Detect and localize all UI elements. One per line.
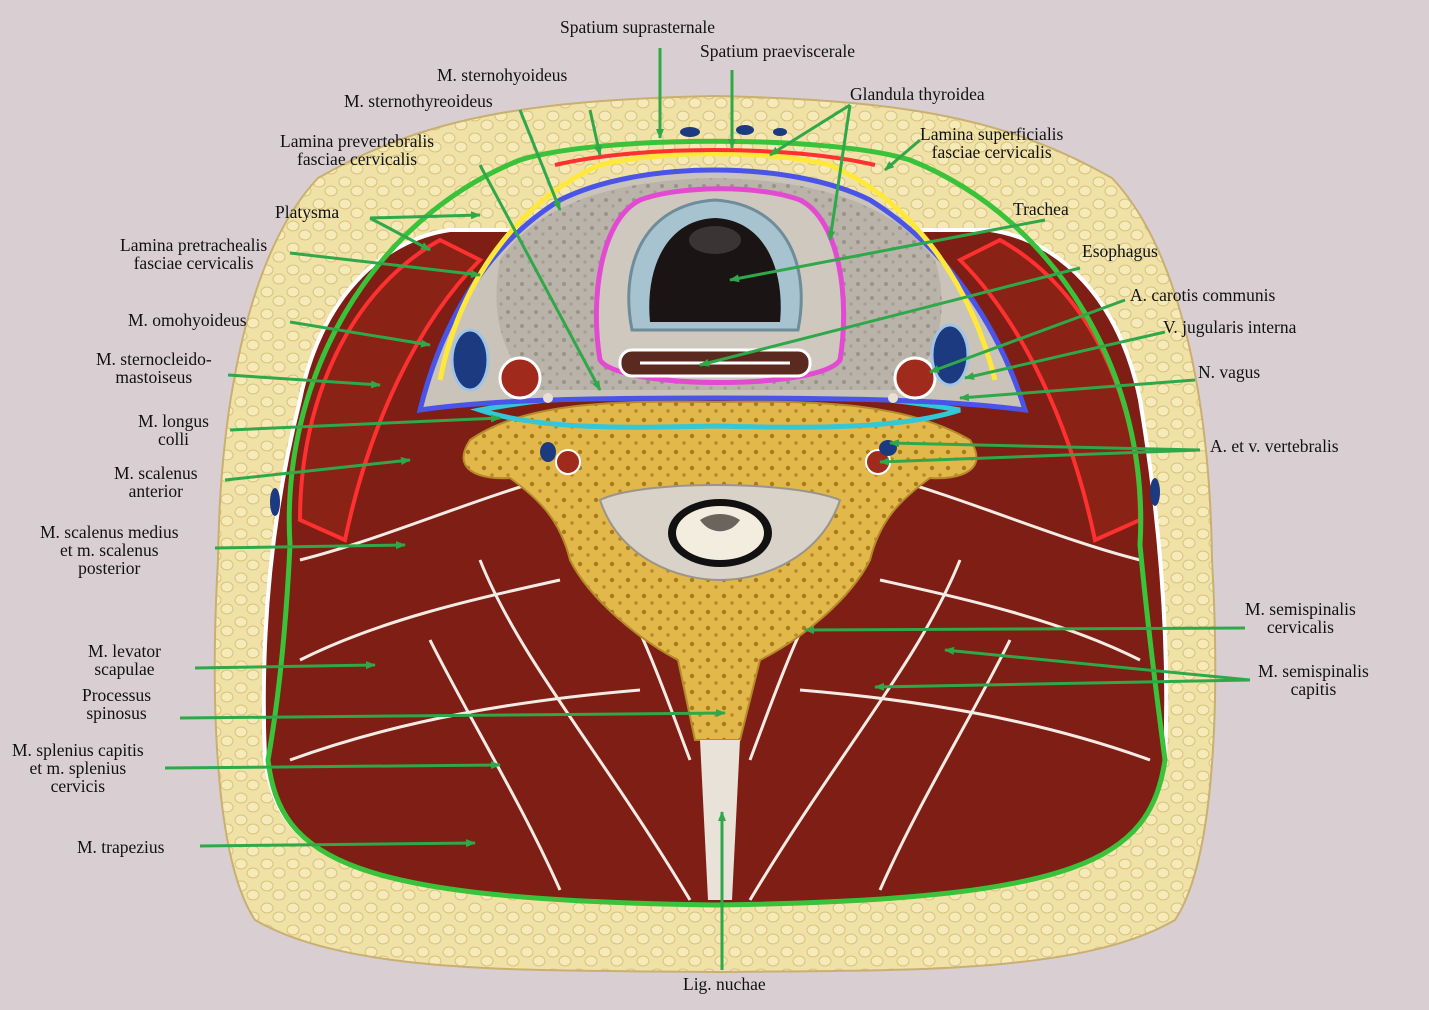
label-esophagus: Esophagus <box>1082 241 1158 261</box>
label-m-sternocleidomastoiseus: M. sternocleido- mastoiseus <box>96 349 212 387</box>
label-m-semispinalis-capitis: M. semispinalis capitis <box>1258 661 1369 699</box>
label-processus-spinosus: Processus spinosus <box>82 685 152 723</box>
label-m-levator-scapulae: M. levator scapulae <box>88 641 161 679</box>
label-v-jugularis-interna: V. jugularis interna <box>1163 317 1297 337</box>
label-lamina-prevertebralis: Lamina prevertebralis fasciae cervicalis <box>280 131 435 169</box>
label-n-vagus: N. vagus <box>1198 362 1261 382</box>
label-glandula-thyroidea: Glandula thyroidea <box>850 84 985 104</box>
label-spatium-suprasternale: Spatium suprasternale <box>560 17 716 37</box>
label-m-trapezius: M. trapezius <box>77 837 165 857</box>
neurovascular-bundle <box>450 323 970 403</box>
label-lig-nuchae: Lig. nuchae <box>683 974 766 994</box>
label-m-sternothyreoideus: M. sternothyreoideus <box>344 91 493 111</box>
label-m-scalenus-anterior: M. scalenus anterior <box>114 463 198 501</box>
label-trachea: Trachea <box>1013 199 1069 219</box>
label-m-omohyoideus: M. omohyoideus <box>128 310 247 330</box>
scm-sheath-red <box>554 148 876 167</box>
label-a-carotis-communis: A. carotis communis <box>1130 285 1276 305</box>
label-m-sternohyoideus: M. sternohyoideus <box>437 65 568 85</box>
pretracheal-fascia <box>437 151 998 381</box>
label-m-longus-colli: M. longus colli <box>138 411 209 449</box>
label-platysma: Platysma <box>275 202 340 222</box>
label-lamina-superficialis: Lamina superficialis fasciae cervicalis <box>920 124 1064 162</box>
label-m-scalenus-medius: M. scalenus medius et m. scalenus poster… <box>40 522 179 578</box>
label-m-semispinalis-cervicalis: M. semispinalis cervicalis <box>1245 599 1356 637</box>
sternocleidomastoid-left <box>297 237 484 543</box>
label-spatium-praeviscerale: Spatium praeviscerale <box>700 41 856 61</box>
label-a-et-v-vertebralis: A. et v. vertebralis <box>1210 436 1339 456</box>
label-lamina-pretrachealis: Lamina pretrachealis fasciae cervicalis <box>120 235 268 273</box>
superficial-vessels <box>270 125 1160 516</box>
label-m-splenius: M. splenius capitis et m. splenius cervi… <box>12 740 144 796</box>
